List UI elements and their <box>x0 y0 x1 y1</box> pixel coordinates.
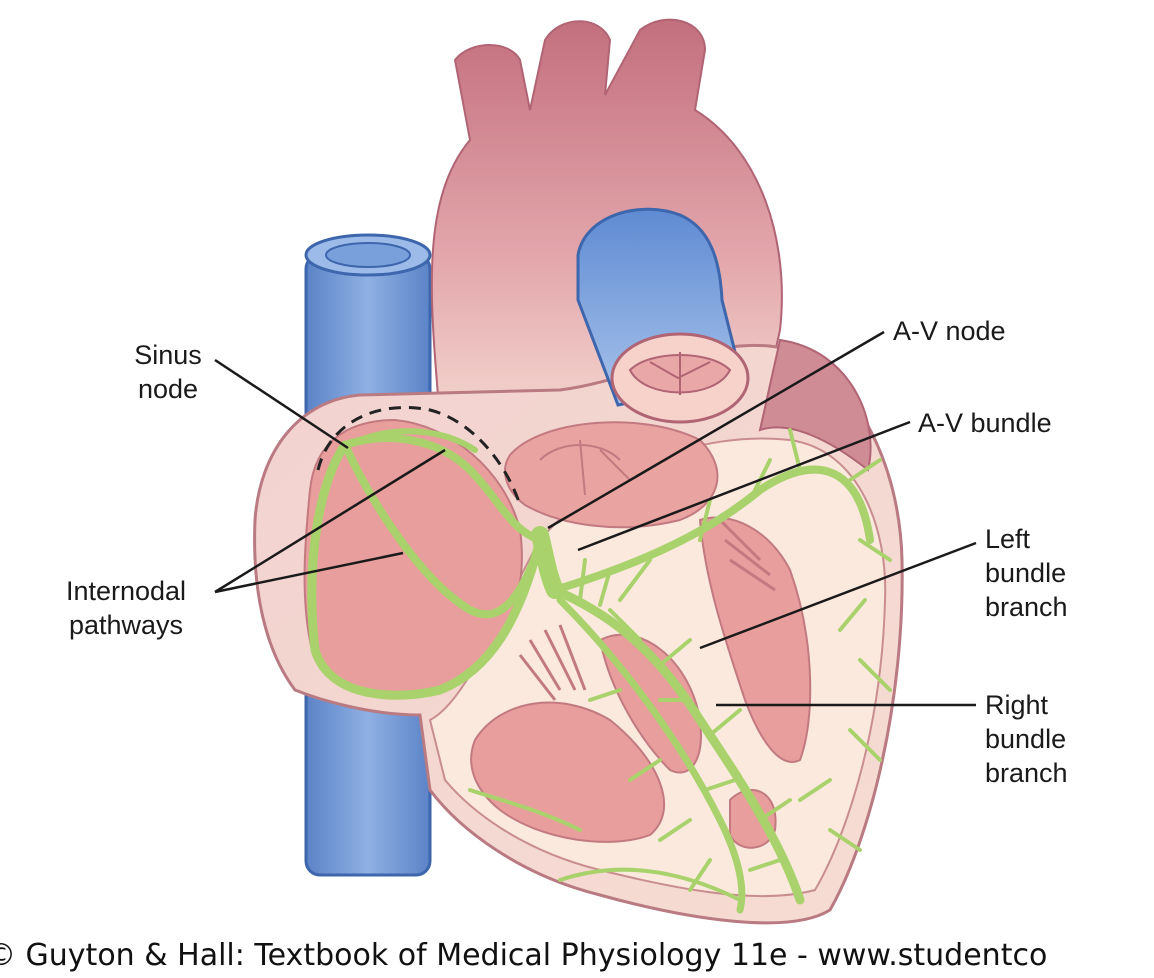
leader-internodal-1 <box>214 448 446 594</box>
leader-lines <box>214 330 977 707</box>
left-atrium <box>504 421 719 529</box>
label-right-bundle-branch: Right bundle branch <box>985 690 1068 788</box>
label-sinus-node: Sinus node <box>134 340 202 404</box>
copyright-caption: © Guyton & Hall: Textbook of Medical Phy… <box>0 938 1048 973</box>
dashed-interatrial-path <box>316 406 522 506</box>
leader-av-node <box>547 330 885 530</box>
pulmonary-artery <box>576 207 750 424</box>
leader-av-bundle <box>577 420 911 552</box>
label-internodal-pathways: Internodal pathways <box>65 576 187 640</box>
leader-left-bundle <box>699 541 977 650</box>
label-left-bundle-branch: Left bundle branch <box>985 524 1068 622</box>
leader-internodal-2 <box>214 551 404 594</box>
label-av-bundle: A-V bundle <box>918 408 1052 438</box>
conduction-system <box>307 428 892 914</box>
leader-sinus-node <box>214 358 349 450</box>
label-av-node: A-V node <box>893 316 1006 346</box>
